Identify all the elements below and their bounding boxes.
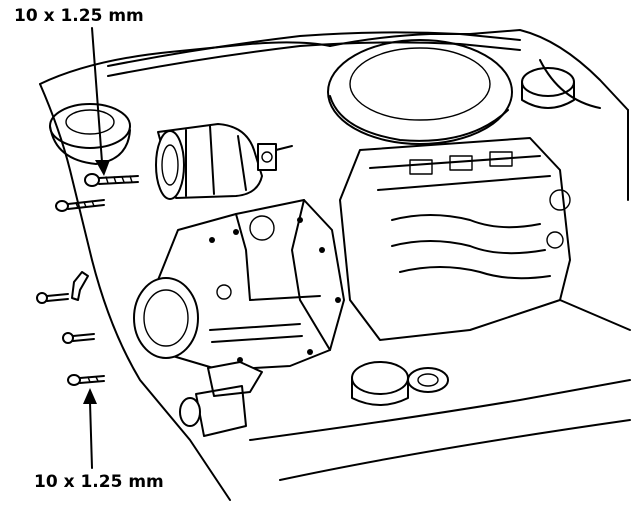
bottom-bolt-size-label: 10 x 1.25 mm bbox=[34, 472, 164, 492]
transmission-bolt-3 bbox=[67, 374, 105, 386]
engine-block bbox=[339, 137, 571, 341]
wire-clip bbox=[71, 271, 89, 301]
coolant-hose bbox=[107, 31, 521, 77]
lower-engine-mount bbox=[351, 361, 449, 406]
bottom-callout-arrow bbox=[83, 388, 97, 469]
top-bolt-size-label: 10 x 1.25 mm bbox=[14, 6, 144, 26]
top-callout-arrow bbox=[91, 27, 110, 176]
starter-bolt-upper bbox=[84, 173, 139, 187]
transmission-bolt-1 bbox=[36, 292, 69, 304]
starter-bolt-lower bbox=[55, 199, 105, 212]
starter-motor bbox=[155, 123, 293, 200]
strut-tower bbox=[49, 103, 131, 165]
air-cleaner-housing bbox=[327, 39, 513, 145]
reservoir-cap bbox=[521, 67, 575, 109]
mount-bracket bbox=[179, 361, 263, 437]
transmission-housing bbox=[133, 199, 345, 371]
transmission-bolt-2 bbox=[62, 332, 95, 344]
